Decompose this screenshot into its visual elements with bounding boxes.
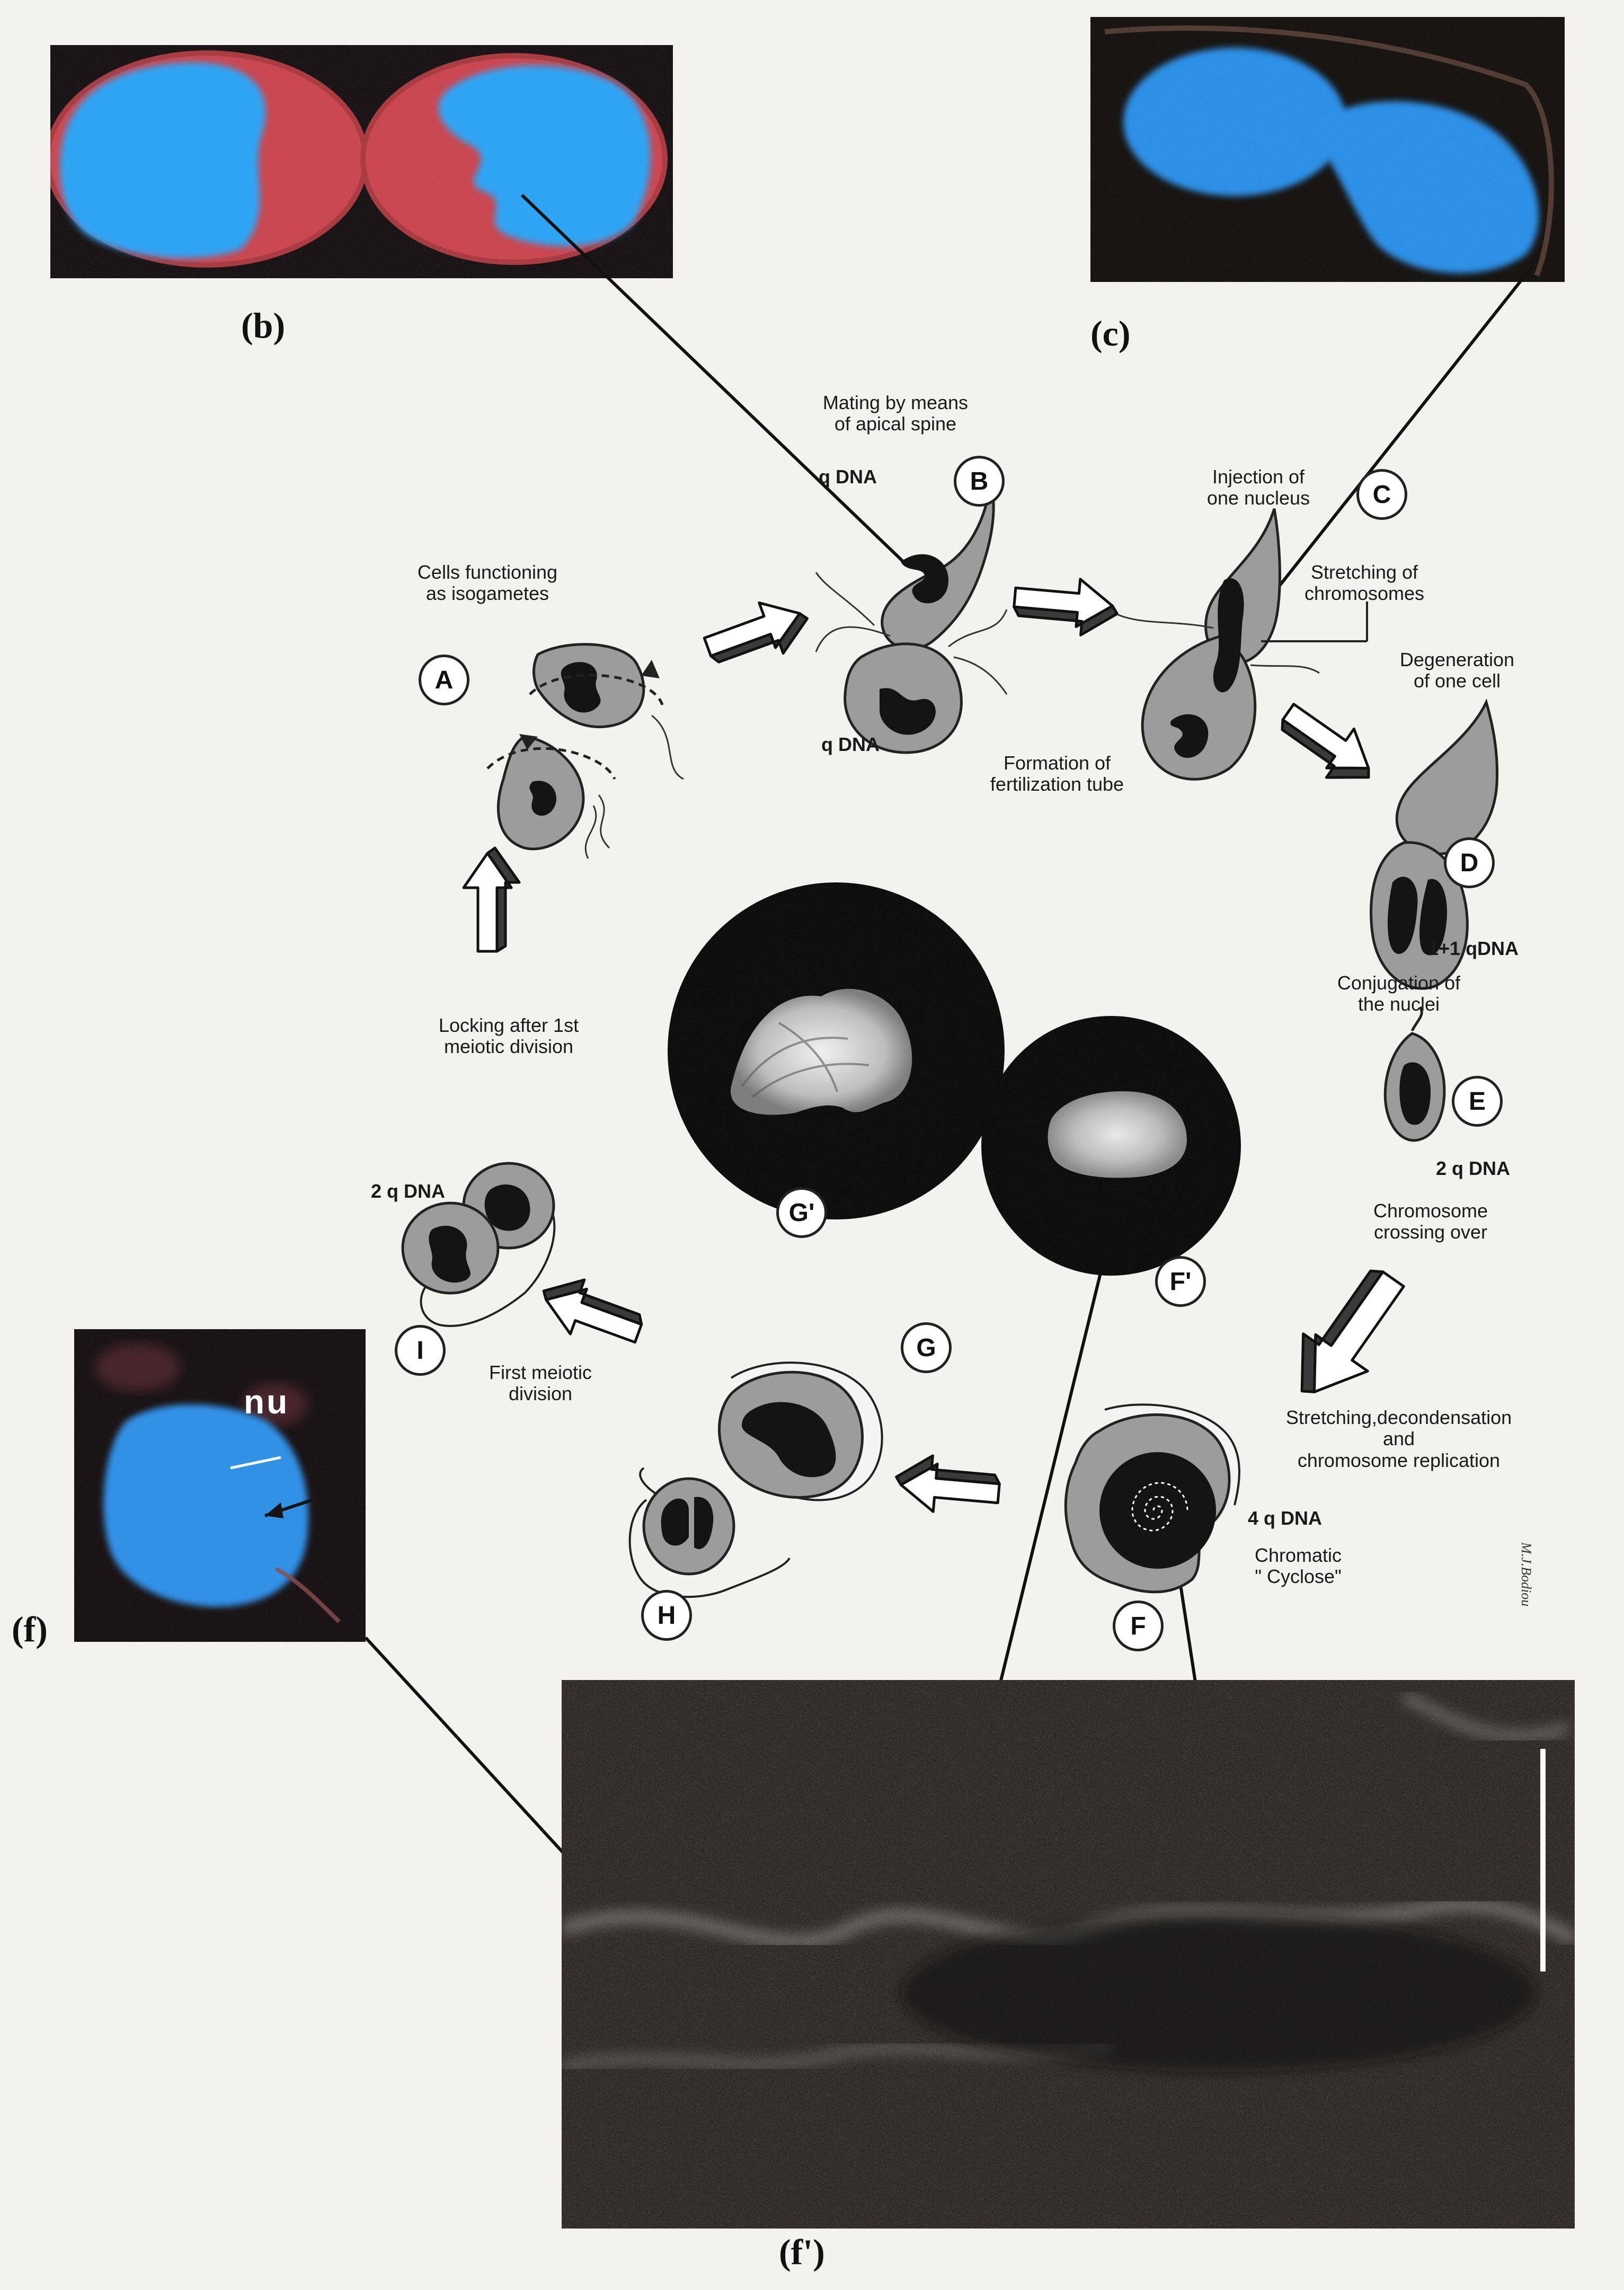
stage-letter-f-prime: F' xyxy=(1155,1256,1206,1307)
note-f: Chromatic" Cyclose" xyxy=(1254,1544,1342,1588)
nucleus-label: nu xyxy=(244,1383,290,1421)
panel-label-b: (b) xyxy=(241,305,286,346)
stage-f-cell xyxy=(1064,1403,1240,1594)
arrow-i-to-a xyxy=(462,846,521,953)
stage-e-cell xyxy=(1383,1006,1446,1142)
micrograph-f xyxy=(74,1329,366,1642)
panel-label-c: (c) xyxy=(1090,313,1131,353)
stage-letter-c: C xyxy=(1356,469,1407,520)
signature: M.J.Bodiou xyxy=(1519,1542,1534,1607)
stage-b-cells xyxy=(815,482,1008,754)
stage-letter-f: F xyxy=(1113,1601,1164,1651)
stage-h-cell xyxy=(628,1467,791,1598)
micrograph-c xyxy=(1090,17,1565,282)
stage-letter-g-prime: G' xyxy=(776,1187,827,1238)
stage-letter-d: D xyxy=(1444,837,1495,888)
arrow-a-to-b xyxy=(703,601,809,664)
micrograph-g-prime xyxy=(668,882,1005,1219)
micrograph-f-prime xyxy=(562,1680,1575,2229)
stage-letter-g: G xyxy=(901,1322,952,1373)
cycle-arrows xyxy=(462,578,1405,1513)
arrow-f-to-g xyxy=(895,1454,1001,1513)
dna-b-top: q DNA xyxy=(819,466,877,488)
dna-d: 1+1 qDNA xyxy=(1428,938,1519,959)
micrograph-f-prime-disc xyxy=(981,1016,1241,1276)
arrow-g-to-i xyxy=(542,1278,643,1344)
dna-e: 2 q DNA xyxy=(1436,1157,1511,1179)
stage-a-cells xyxy=(486,643,684,859)
arrow-c-to-d xyxy=(1281,703,1370,779)
micrograph-b xyxy=(50,45,673,278)
stage-letter-e: E xyxy=(1452,1076,1503,1127)
dna-i: 2 q DNA xyxy=(371,1180,446,1202)
dna-b-bottom: q DNA xyxy=(821,733,880,755)
arrow-e-to-f xyxy=(1300,1269,1405,1393)
panel-label-f-prime: (f') xyxy=(779,2232,825,2272)
arrow-b-to-c xyxy=(1013,578,1119,636)
stage-g-cell xyxy=(718,1361,883,1501)
stage-letter-a: A xyxy=(419,655,469,705)
stage-i-cells xyxy=(401,1162,556,1327)
stage-letter-b: B xyxy=(954,456,1005,507)
stage-letter-h: H xyxy=(641,1590,692,1641)
stage-letter-i: I xyxy=(395,1325,446,1376)
panel-label-f: (f) xyxy=(12,1609,48,1649)
stage-c-cells xyxy=(1117,508,1368,781)
dna-f: 4 q DNA xyxy=(1248,1507,1323,1529)
stage-d-cells xyxy=(1370,698,1498,990)
